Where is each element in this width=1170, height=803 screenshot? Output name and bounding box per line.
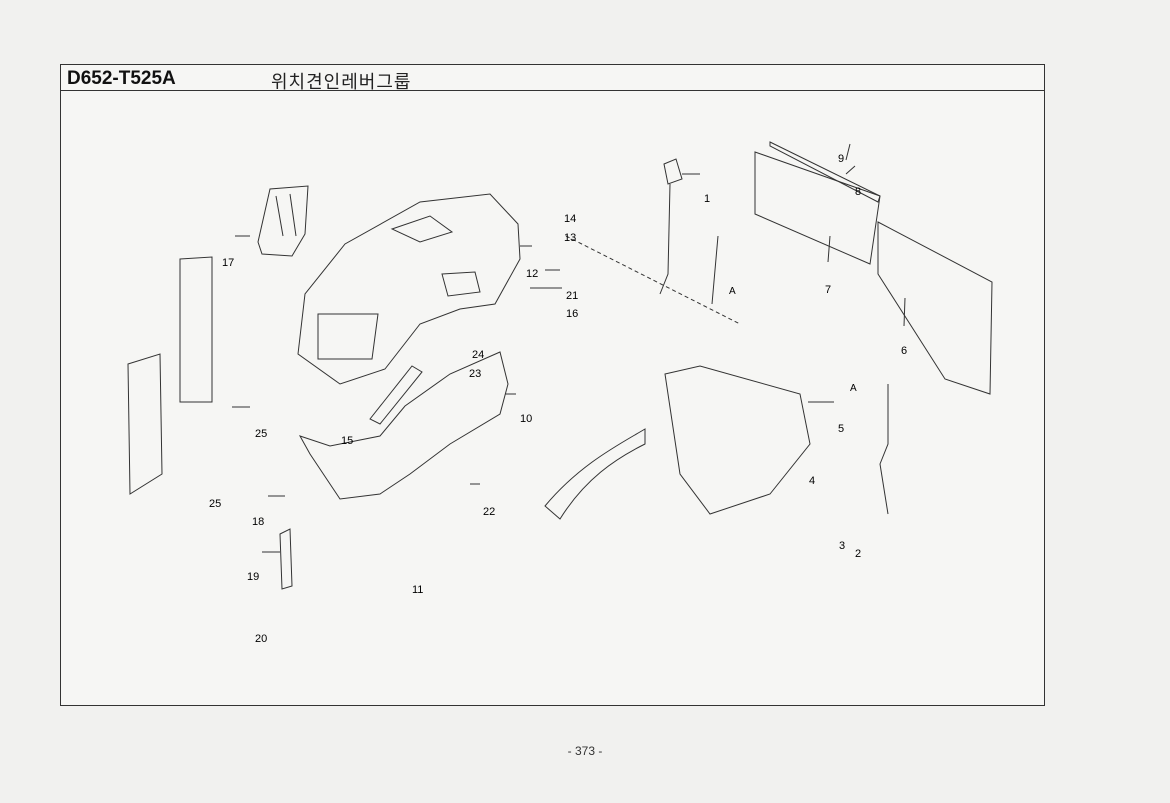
lower-console-10-shape bbox=[298, 351, 509, 500]
callout-14: 14 bbox=[564, 213, 577, 225]
lever-1-shape bbox=[659, 158, 719, 305]
callout-5: 5 bbox=[838, 423, 845, 435]
callout-13: 13 bbox=[564, 232, 577, 244]
callout-4: 4 bbox=[809, 475, 816, 487]
callout-A-left: A bbox=[729, 286, 736, 297]
cable-shape bbox=[879, 384, 889, 515]
callout-18: 18 bbox=[252, 516, 265, 528]
callout-9: 9 bbox=[838, 153, 845, 165]
part-group-title: 위치견인레버그룹 bbox=[271, 72, 412, 93]
bracket-19-shape bbox=[279, 528, 293, 590]
callout-21: 21 bbox=[566, 290, 579, 302]
callout-1: 1 bbox=[704, 193, 711, 205]
callout-8: 8 bbox=[855, 186, 862, 198]
callout-25-upper: 25 bbox=[255, 428, 268, 440]
callout-19: 19 bbox=[247, 571, 260, 583]
header-bar: D652-T525A 위치견인레버그룹 bbox=[61, 65, 1044, 93]
callout-3: 3 bbox=[839, 540, 846, 552]
callout-2: 2 bbox=[855, 548, 862, 560]
diagram-frame: D652-T525A 위치견인레버그룹 bbox=[60, 64, 1045, 706]
callout-20: 20 bbox=[255, 633, 268, 645]
plate-6-shape bbox=[877, 221, 993, 395]
bracket-shape bbox=[664, 365, 811, 515]
callout-12: 12 bbox=[526, 268, 539, 280]
seat-17-shape bbox=[257, 185, 309, 257]
callout-7: 7 bbox=[825, 284, 832, 296]
side-cover-left-shape bbox=[179, 256, 213, 403]
callout-A-right: A bbox=[850, 383, 857, 394]
quadrant-shape bbox=[544, 428, 646, 520]
callout-24: 24 bbox=[472, 349, 485, 361]
callout-22: 22 bbox=[483, 506, 496, 518]
callout-17: 17 bbox=[222, 257, 235, 269]
callout-10: 10 bbox=[520, 413, 533, 425]
part-group-code: D652-T525A bbox=[67, 68, 176, 89]
plate-7-shape bbox=[754, 151, 881, 265]
callout-15: 15 bbox=[341, 435, 354, 447]
callout-23: 23 bbox=[469, 368, 482, 380]
callout-6: 6 bbox=[901, 345, 908, 357]
side-plate-left-shape bbox=[127, 353, 163, 495]
page-number: - 373 - bbox=[567, 744, 603, 758]
callout-25-lower: 25 bbox=[209, 498, 222, 510]
exploded-parts-drawing bbox=[127, 141, 993, 590]
callout-16: 16 bbox=[566, 308, 579, 320]
console-cover-12-shape bbox=[297, 193, 521, 385]
strip-8-shape bbox=[769, 141, 881, 203]
callout-11: 11 bbox=[412, 584, 424, 596]
